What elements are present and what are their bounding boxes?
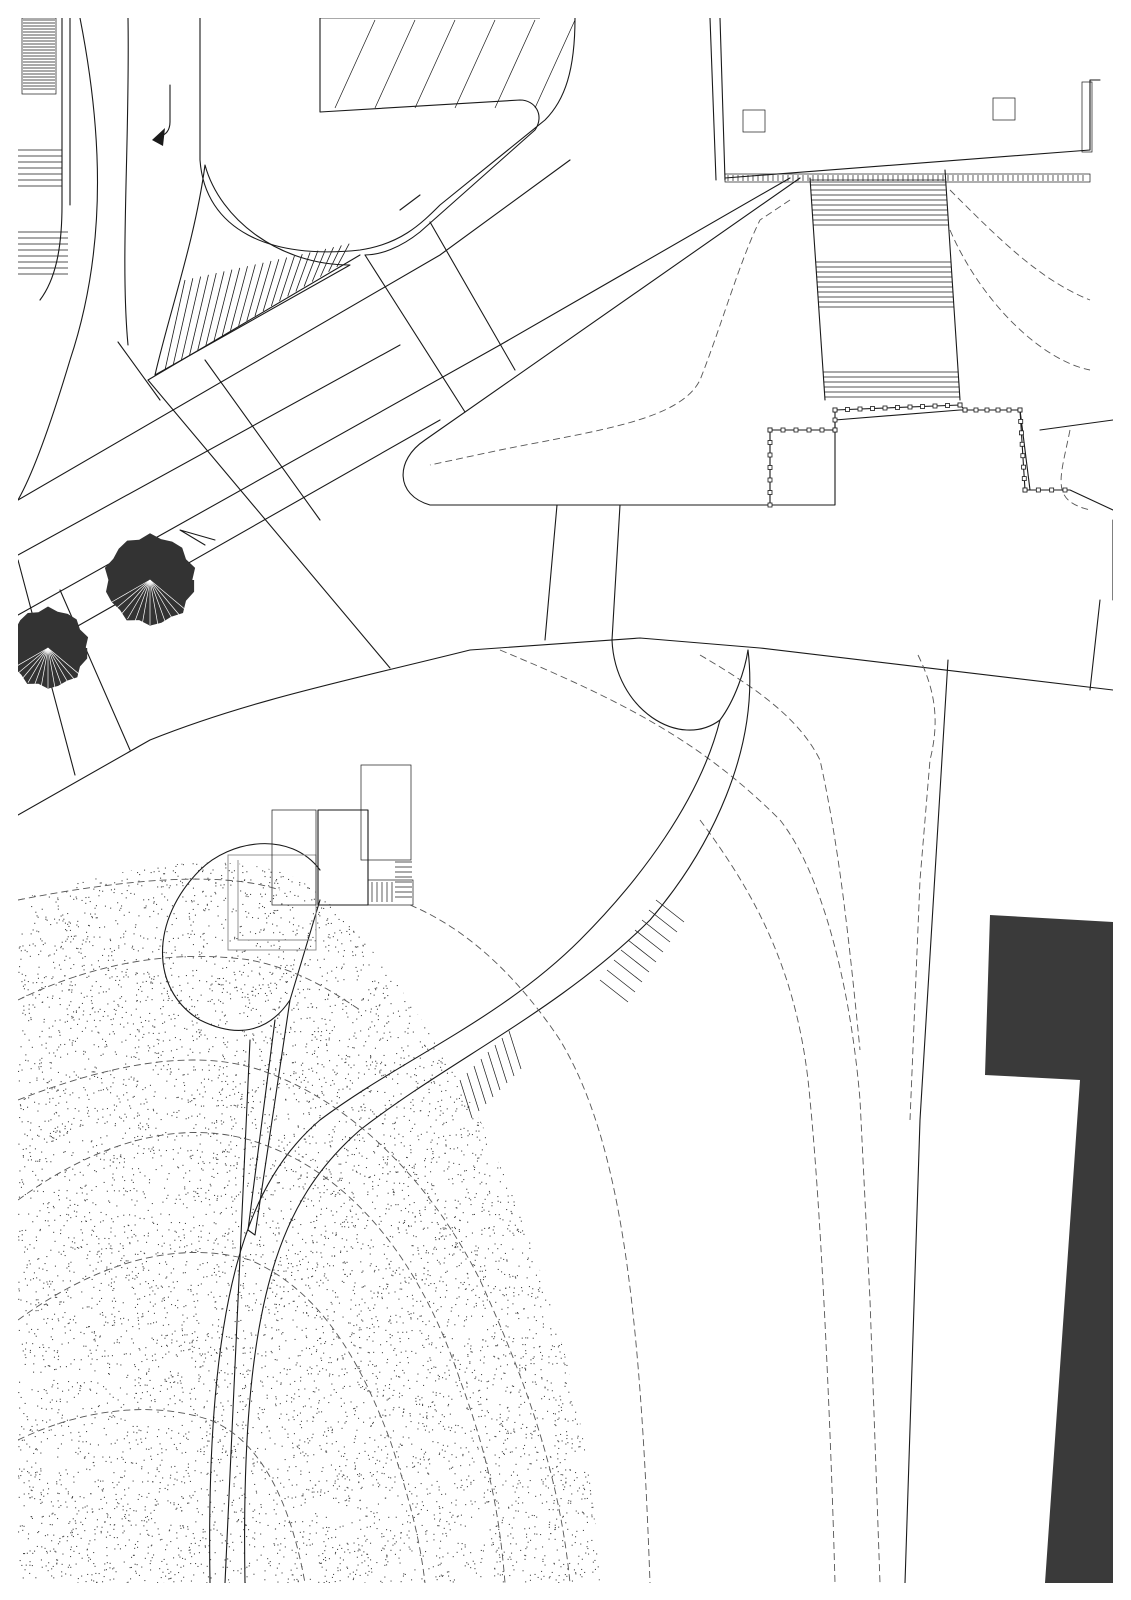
hatch-line: [311, 248, 327, 282]
hatch-line: [336, 243, 350, 268]
parking-bay-line: [454, 19, 496, 109]
parking-bay-line: [494, 19, 536, 109]
parking-bay-line: [414, 19, 456, 109]
ramp-step: [641, 919, 671, 943]
ramp-step: [620, 949, 650, 973]
curved-arrow-down-left-icon: [152, 84, 171, 146]
ramp-step: [487, 1051, 501, 1091]
ramp-step: [466, 1072, 480, 1112]
tree-symbol-icon: [18, 533, 196, 689]
central-lawn: [18, 504, 1113, 1583]
hatch-line: [303, 250, 319, 287]
hatch-line: [172, 278, 194, 366]
hatch-line: [197, 272, 217, 351]
hatch-line: [320, 247, 334, 277]
hatch-line: [279, 255, 295, 302]
hatch-line: [328, 245, 342, 272]
hatch-line: [213, 269, 233, 341]
hatch-line: [270, 257, 288, 307]
parking-bay-line: [534, 19, 576, 109]
ramp-step: [655, 899, 685, 923]
ramp-step: [606, 969, 636, 993]
hatch-line: [230, 266, 248, 331]
hatch-line: [189, 274, 209, 356]
tree: [18, 606, 89, 689]
adjacent-building-footprint: [985, 915, 1113, 1583]
stippled-terrain: [18, 862, 600, 1583]
hatch-line: [287, 253, 303, 297]
hatch-line: [246, 262, 264, 322]
tree: [104, 533, 196, 626]
kiosk-pavilion: [18, 764, 651, 1583]
parking-bays: [320, 18, 576, 109]
hatched-traffic-island: [154, 164, 351, 376]
hatch-line: [221, 267, 241, 336]
road-network: [18, 18, 576, 501]
hatch-line: [254, 260, 272, 317]
parking-bay-line: [374, 19, 416, 109]
upper-terrace: [402, 18, 1113, 511]
ramp-step: [634, 929, 664, 953]
hatch-line: [262, 259, 280, 312]
ramp-step: [508, 1030, 522, 1070]
ramp-step: [480, 1058, 494, 1098]
hatch-line: [180, 276, 202, 361]
ramp-step: [599, 979, 629, 1003]
hatch-line: [295, 252, 311, 292]
ramp-step: [627, 939, 657, 963]
diagonal-road-band: [18, 159, 791, 776]
hatch-line: [238, 264, 256, 326]
ramp-step: [494, 1044, 508, 1084]
ramp-step: [501, 1037, 515, 1077]
left-building-edge: [18, 18, 71, 301]
ramp-step: [473, 1065, 487, 1105]
curving-path: [209, 649, 751, 1583]
parking-bay-line: [334, 19, 376, 109]
ramp-step: [648, 909, 678, 933]
stair-railing: [767, 402, 1068, 508]
hatch-line: [205, 271, 225, 346]
main-staircase: [809, 169, 961, 401]
ramp-step: [459, 1079, 473, 1119]
hatch-line: [164, 279, 186, 371]
ramp-step: [613, 959, 643, 983]
